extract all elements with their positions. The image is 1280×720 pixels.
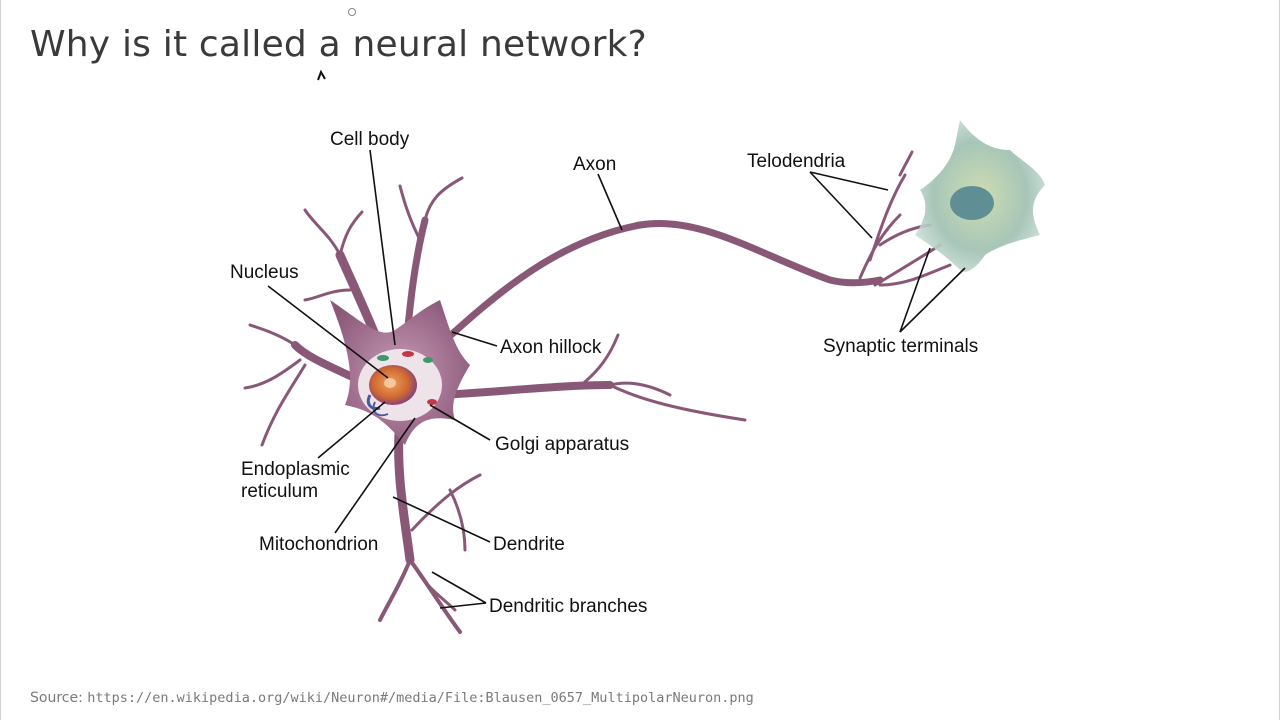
dendrites: [243, 176, 747, 634]
label-mitochondrion: Mitochondrion: [259, 534, 378, 555]
leader-nucleus: [267, 285, 389, 379]
label-dendrite: Dendrite: [493, 534, 565, 555]
leader-synaptic-b: [899, 267, 966, 333]
leader-lines: [267, 149, 966, 609]
target-cell: [915, 120, 1045, 272]
leader-telodendria-a: [809, 171, 889, 191]
label-endoplasmic-reticulum-line2: reticulum: [241, 481, 318, 502]
leader-dendritic-a: [431, 571, 487, 604]
label-axon: Axon: [573, 154, 616, 175]
cursor-indicator-icon: [348, 8, 356, 16]
diagram-labels: Cell body Axon Telodendria Nucleus Axon …: [230, 129, 978, 617]
leader-synaptic-a: [899, 247, 931, 333]
label-dendritic-branches: Dendritic branches: [489, 596, 647, 617]
cell-body-shape: [330, 300, 470, 445]
label-endoplasmic-reticulum-line1: Endoplasmic: [241, 459, 350, 480]
pen-annotation-icon: [317, 70, 326, 81]
leader-telodendria-b: [809, 171, 873, 239]
label-synaptic-terminals: Synaptic terminals: [823, 336, 978, 357]
leader-cell-body: [369, 149, 396, 346]
axon-shape: [436, 150, 952, 349]
source-url: https://en.wikipedia.org/wiki/Neuron#/me…: [87, 690, 754, 706]
label-nucleus: Nucleus: [230, 262, 299, 283]
label-golgi-apparatus: Golgi apparatus: [495, 434, 629, 455]
source-label: Source:: [30, 690, 83, 706]
slide-border-left: [0, 0, 1, 720]
label-cell-body: Cell body: [330, 129, 410, 150]
slide-title: Why is it called a neural network?: [30, 24, 647, 65]
label-axon-hillock: Axon hillock: [500, 337, 602, 358]
source-citation: Source: https://en.wikipedia.org/wiki/Ne…: [30, 690, 754, 706]
leader-axon: [597, 173, 623, 231]
label-telodendria: Telodendria: [747, 151, 846, 172]
leader-mitochondrion: [334, 417, 416, 534]
leader-axon-hillock: [451, 331, 498, 347]
leader-dendrite: [392, 496, 491, 543]
leader-golgi: [429, 404, 491, 441]
leader-endoplasmic: [317, 401, 386, 459]
leader-dendritic-b: [439, 602, 487, 609]
